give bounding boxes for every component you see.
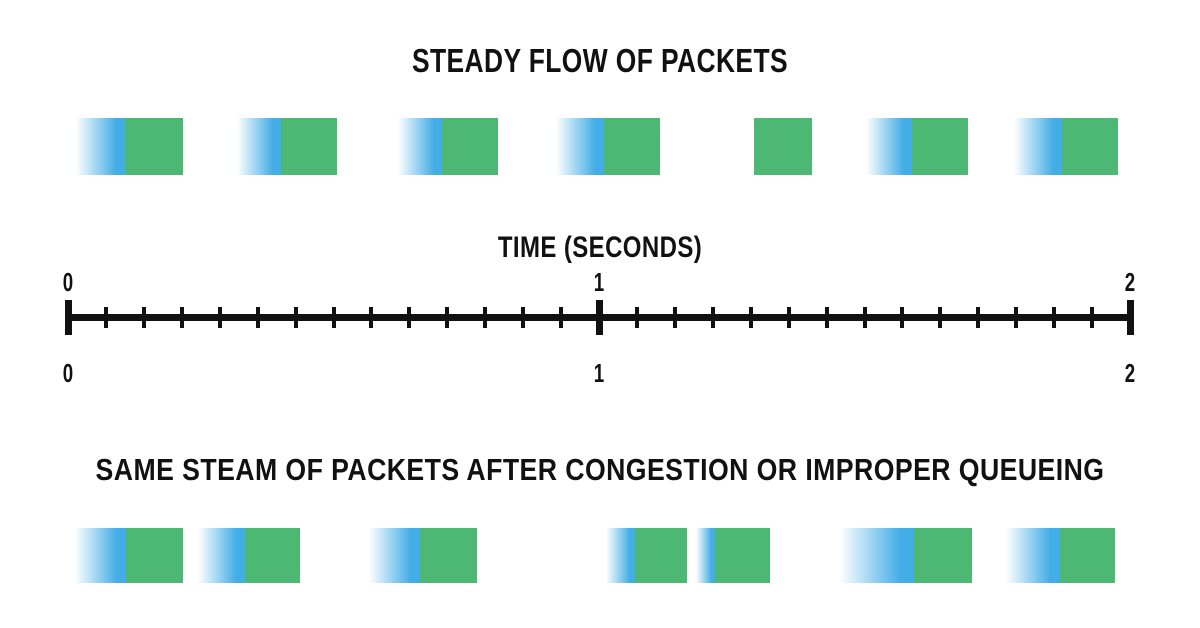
axis-tick-minor <box>824 307 829 328</box>
packet-payload-segment <box>420 528 477 583</box>
packet <box>696 528 770 583</box>
axis-tick-minor <box>407 307 412 328</box>
axis-tick-minor <box>786 307 791 328</box>
axis-tick-minor <box>1090 307 1095 328</box>
packet-payload-segment <box>604 118 660 175</box>
axis-tick-minor <box>900 307 905 328</box>
axis-tick-minor <box>331 307 336 328</box>
axis-tick-major <box>1127 300 1134 335</box>
packet-payload-segment <box>126 528 183 583</box>
packet-header-segment <box>237 118 281 175</box>
packet-payload-segment <box>1062 118 1118 175</box>
axis-tick-minor <box>862 307 867 328</box>
packet-header-segment <box>398 118 442 175</box>
packet <box>606 528 687 583</box>
packet <box>75 528 183 583</box>
axis-tick-minor <box>445 307 450 328</box>
packet-header-segment <box>606 528 635 583</box>
axis-label-below: 1 <box>593 358 605 388</box>
axis-tick-minor <box>293 307 298 328</box>
axis-tick-minor <box>217 307 222 328</box>
packet-payload-segment <box>245 528 300 583</box>
packet-header-segment <box>840 528 914 583</box>
axis-tick-minor <box>634 307 639 328</box>
axis-label-above: 0 <box>62 267 74 297</box>
axis-tick-minor <box>559 307 564 328</box>
packet <box>369 528 477 583</box>
axis-tick-minor <box>369 307 374 328</box>
packet <box>76 118 183 175</box>
packet <box>1014 118 1118 175</box>
packet-payload-segment <box>912 118 968 175</box>
packet-payload-segment <box>1060 528 1115 583</box>
packet <box>198 528 300 583</box>
axis-tick-minor <box>672 307 677 328</box>
axis-tick-major <box>596 300 603 335</box>
packet <box>556 118 660 175</box>
packet-header-segment <box>866 118 912 175</box>
axis-tick-minor <box>938 307 943 328</box>
page-title: STEADY FLOW OF PACKETS <box>412 42 788 79</box>
packet-header-segment <box>76 118 125 175</box>
packet-payload-segment <box>715 528 770 583</box>
packet-header-segment <box>1014 118 1062 175</box>
packet <box>1006 528 1115 583</box>
axis-label-below: 0 <box>62 358 74 388</box>
axis-tick-minor <box>103 307 108 328</box>
axis-tick-minor <box>179 307 184 328</box>
packet <box>754 118 812 175</box>
packet-payload-segment <box>635 528 687 583</box>
packet-header-segment <box>75 528 126 583</box>
axis-tick-minor <box>1014 307 1019 328</box>
axis-tick-minor <box>710 307 715 328</box>
packet-payload-segment <box>914 528 972 583</box>
axis-tick-minor <box>521 307 526 328</box>
axis-label-above: 2 <box>1124 267 1136 297</box>
packet-stream-congested <box>0 528 1200 583</box>
packet <box>398 118 498 175</box>
axis-label-below: 2 <box>1124 358 1136 388</box>
packet-header-segment <box>1006 528 1060 583</box>
packet-header-segment <box>696 528 715 583</box>
packet-header-segment <box>198 528 245 583</box>
axis-tick-minor <box>976 307 981 328</box>
axis-tick-minor <box>255 307 260 328</box>
axis-title: TIME (SECONDS) <box>497 231 703 264</box>
axis-tick-minor <box>748 307 753 328</box>
packet <box>866 118 968 175</box>
packet-payload-segment <box>125 118 183 175</box>
axis-tick-minor <box>141 307 146 328</box>
packet <box>840 528 972 583</box>
time-axis: 0 0 1 1 2 2 <box>0 269 1200 390</box>
section-title-congestion: SAME STEAM OF PACKETS AFTER CONGESTION O… <box>95 452 1105 487</box>
axis-tick-major <box>65 300 72 335</box>
packet-payload-segment <box>442 118 498 175</box>
axis-tick-minor <box>483 307 488 328</box>
packet-stream-steady <box>0 118 1200 175</box>
axis-label-above: 1 <box>593 267 605 297</box>
packet-header-segment <box>556 118 604 175</box>
axis-tick-minor <box>1052 307 1057 328</box>
packet-payload-segment <box>754 118 812 175</box>
packet <box>237 118 337 175</box>
packet-payload-segment <box>281 118 337 175</box>
packet-header-segment <box>369 528 420 583</box>
